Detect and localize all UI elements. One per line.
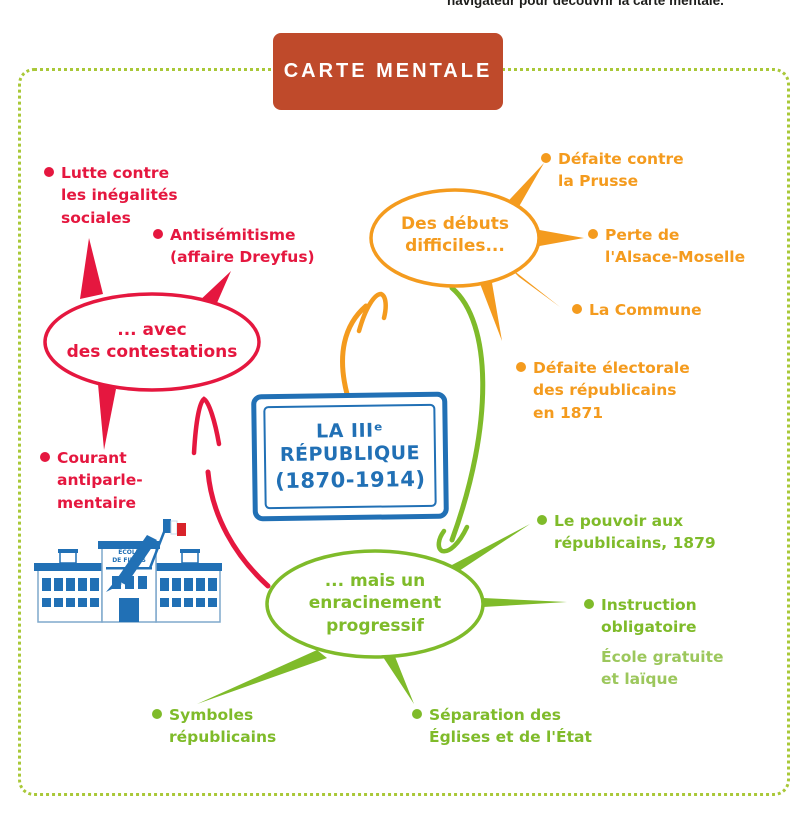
- spike-green-4: [383, 654, 414, 704]
- item-lutte-inegalites: Lutte contre les inégalités sociales: [44, 162, 178, 229]
- carte-mentale-banner: CARTE MENTALE: [273, 33, 503, 110]
- bubble-orange: [369, 188, 541, 288]
- school-illustration: [34, 519, 222, 623]
- arrow-orange-to-green: [449, 285, 486, 543]
- flag-blue: [163, 519, 171, 533]
- bubble-red: [43, 292, 261, 392]
- item-symboles-republicains: Symboles républicains: [152, 704, 276, 749]
- bullet-icon: [572, 304, 582, 314]
- arrow-center-to-orange: [340, 303, 369, 397]
- bullet-icon: [584, 599, 594, 609]
- flag-red: [177, 523, 186, 536]
- spike-orange-3: [508, 266, 560, 307]
- spike-orange-2: [534, 229, 584, 247]
- item-pouvoir-republicains: Le pouvoir aux républicains, 1879: [537, 510, 716, 555]
- bullet-icon: [537, 515, 547, 525]
- item-ecole-gratuite: École gratuite et laïque: [601, 648, 724, 689]
- arrow-hook-orange-icon: [356, 291, 388, 334]
- bubble-label-contestations: ... avec des contestations: [66, 320, 238, 363]
- school-sign: ÉCOLE DE FILLES: [112, 549, 146, 564]
- instruction-text: navigateur pour découvrir la carte menta…: [447, 0, 724, 8]
- arrow-hook-green-icon: [436, 524, 470, 554]
- bullet-icon: [412, 709, 422, 719]
- item-la-commune: La Commune: [572, 299, 702, 321]
- bullet-icon: [152, 709, 162, 719]
- central-topic-box: LA IIIᵉ RÉPUBLIQUE (1870-1914): [251, 391, 449, 522]
- banner-title: CARTE MENTALE: [283, 60, 493, 82]
- central-line-1: LA IIIᵉ: [315, 419, 384, 443]
- spike-orange-4: [479, 277, 502, 341]
- arrow-hook-red-icon: [191, 396, 222, 456]
- central-line-3: (1870-1914): [275, 467, 426, 494]
- bullet-icon: [516, 362, 526, 372]
- spike-green-2: [483, 598, 567, 607]
- item-perte-alsace: Perte de l'Alsace-Moselle: [588, 224, 745, 269]
- bubble-green: [265, 549, 485, 659]
- central-topic-inner: LA IIIᵉ RÉPUBLIQUE (1870-1914): [263, 403, 437, 510]
- item-defaite-prusse: Défaite contre la Prusse: [541, 148, 684, 193]
- item-antisemitisme: Antisémitisme (affaire Dreyfus): [153, 224, 315, 269]
- arrow-green-to-red: [205, 469, 271, 589]
- branch-bubbles: [43, 188, 541, 659]
- spike-red-1: [80, 238, 103, 299]
- bubble-label-enracinement: ... mais un enracinement progressif: [308, 571, 442, 636]
- bubble-label-debuts-difficiles: Des débuts difficiles...: [401, 214, 509, 257]
- bullet-icon: [541, 153, 551, 163]
- bullet-icon: [40, 452, 50, 462]
- central-line-2: RÉPUBLIQUE: [279, 442, 421, 467]
- spike-red-3: [98, 384, 116, 450]
- item-instruction-obligatoire: Instruction obligatoire: [584, 594, 697, 639]
- spike-green-1: [450, 524, 530, 573]
- item-separation-eglises-etat: Séparation des Églises et de l'État: [412, 704, 592, 749]
- spike-green-3: [197, 650, 327, 704]
- curved-arrows: [191, 285, 486, 589]
- bullet-icon: [44, 167, 54, 177]
- bullet-icon: [153, 229, 163, 239]
- pen-nib: [106, 580, 122, 592]
- item-courant-antiparlementaire: Courant antiparle- mentaire: [40, 447, 143, 514]
- school-windows: [42, 576, 217, 622]
- pen-icon: [116, 535, 157, 585]
- item-defaite-electorale: Défaite électorale des républicains en 1…: [516, 357, 690, 424]
- bullet-icon: [588, 229, 598, 239]
- flag-pole: [148, 526, 168, 569]
- flag-white: [170, 520, 178, 535]
